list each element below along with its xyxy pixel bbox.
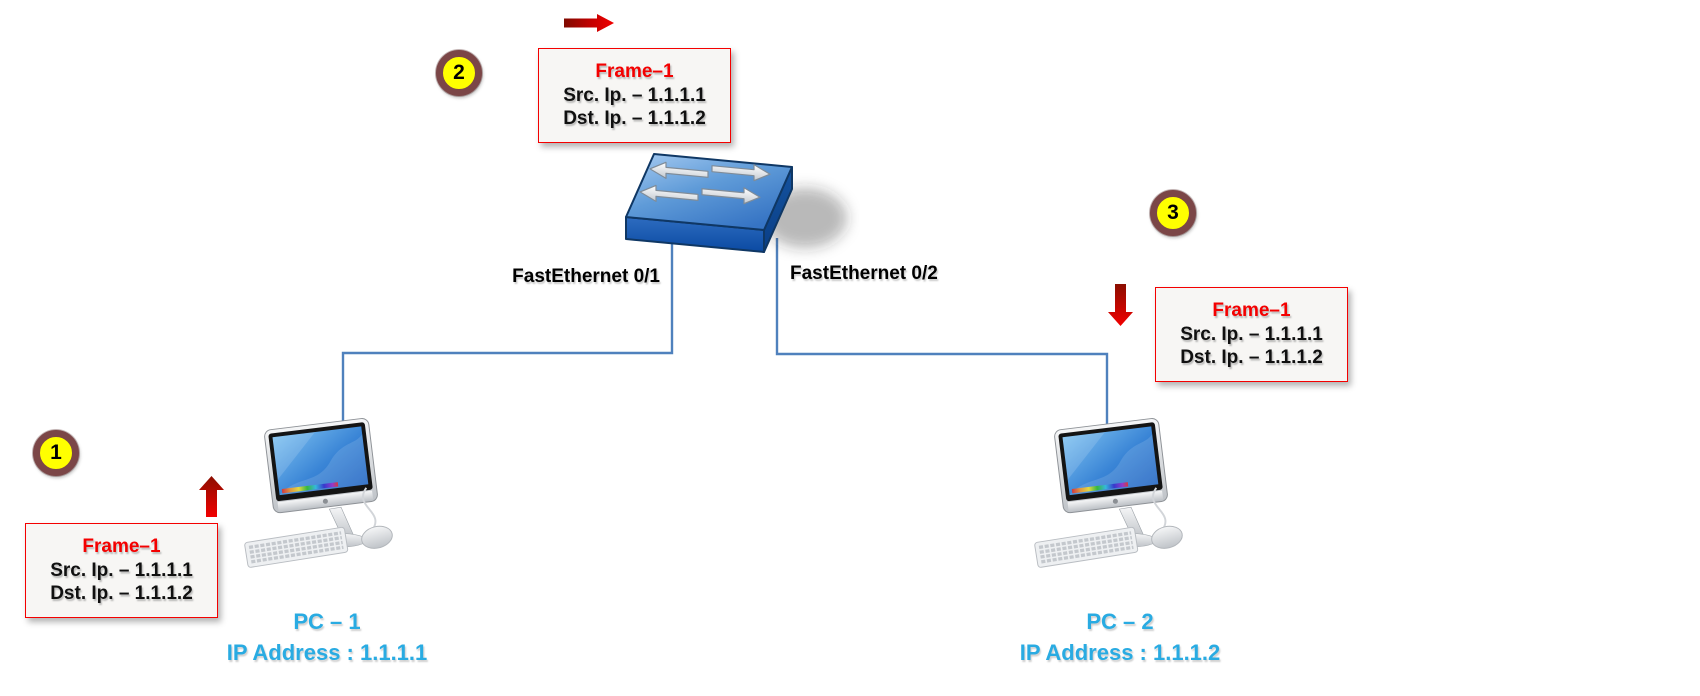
frame-dst-ip: Dst. Ip. – 1.1.1.2 [1180, 347, 1323, 368]
pc1-icon[interactable] [240, 412, 410, 582]
frame-card-step2: Frame–1 Src. Ip. – 1.1.1.1 Dst. Ip. – 1.… [538, 48, 731, 143]
flow-arrow-up-icon [199, 476, 224, 517]
step-badge-3: 3 [1150, 190, 1196, 236]
step-number: 3 [1167, 201, 1179, 224]
flow-arrow-right-icon [564, 14, 614, 32]
frame-card-step1: Frame–1 Src. Ip. – 1.1.1.1 Dst. Ip. – 1.… [25, 523, 218, 618]
step-badge-1: 1 [33, 430, 79, 476]
flow-arrow-down-icon [1108, 284, 1133, 326]
step-number: 1 [50, 441, 62, 464]
switch-arrow-left-1 [649, 161, 709, 179]
frame-src-ip: Src. Ip. – 1.1.1.1 [1180, 323, 1323, 345]
switch-icon[interactable] [620, 146, 860, 261]
pc2-icon[interactable] [1030, 412, 1200, 582]
link-switch-pc1 [341, 238, 674, 452]
frame-dst-ip: Dst. Ip. – 1.1.1.2 [563, 108, 706, 129]
frame-title: Frame–1 [595, 61, 674, 82]
frame-title: Frame–1 [1212, 300, 1291, 321]
link-switch-pc2 [775, 238, 1109, 456]
step-number: 2 [453, 61, 465, 84]
frame-src-ip: Src. Ip. – 1.1.1.1 [563, 84, 706, 106]
frame-title: Frame–1 [82, 536, 161, 557]
switch-arrow-left-2 [639, 184, 699, 203]
pc1-name-label: PC – 1 [293, 609, 361, 634]
step-badge-2: 2 [436, 50, 482, 96]
switch-arrow-right-1 [711, 164, 771, 182]
switch-arrow-right-2 [701, 187, 761, 205]
frame-src-ip: Src. Ip. – 1.1.1.1 [50, 559, 193, 581]
frame-dst-ip: Dst. Ip. – 1.1.1.2 [50, 583, 193, 604]
port-label-fastethernet-0-2: FastEthernet 0/2 [790, 263, 938, 284]
pc2-ip-label: IP Address : 1.1.1.2 [1019, 640, 1221, 665]
pc1-ip-label: IP Address : 1.1.1.1 [226, 640, 428, 665]
frame-card-step3: Frame–1 Src. Ip. – 1.1.1.1 Dst. Ip. – 1.… [1155, 287, 1348, 382]
pc2-name-label: PC – 2 [1086, 609, 1154, 634]
port-label-fastethernet-0-1: FastEthernet 0/1 [512, 266, 660, 287]
